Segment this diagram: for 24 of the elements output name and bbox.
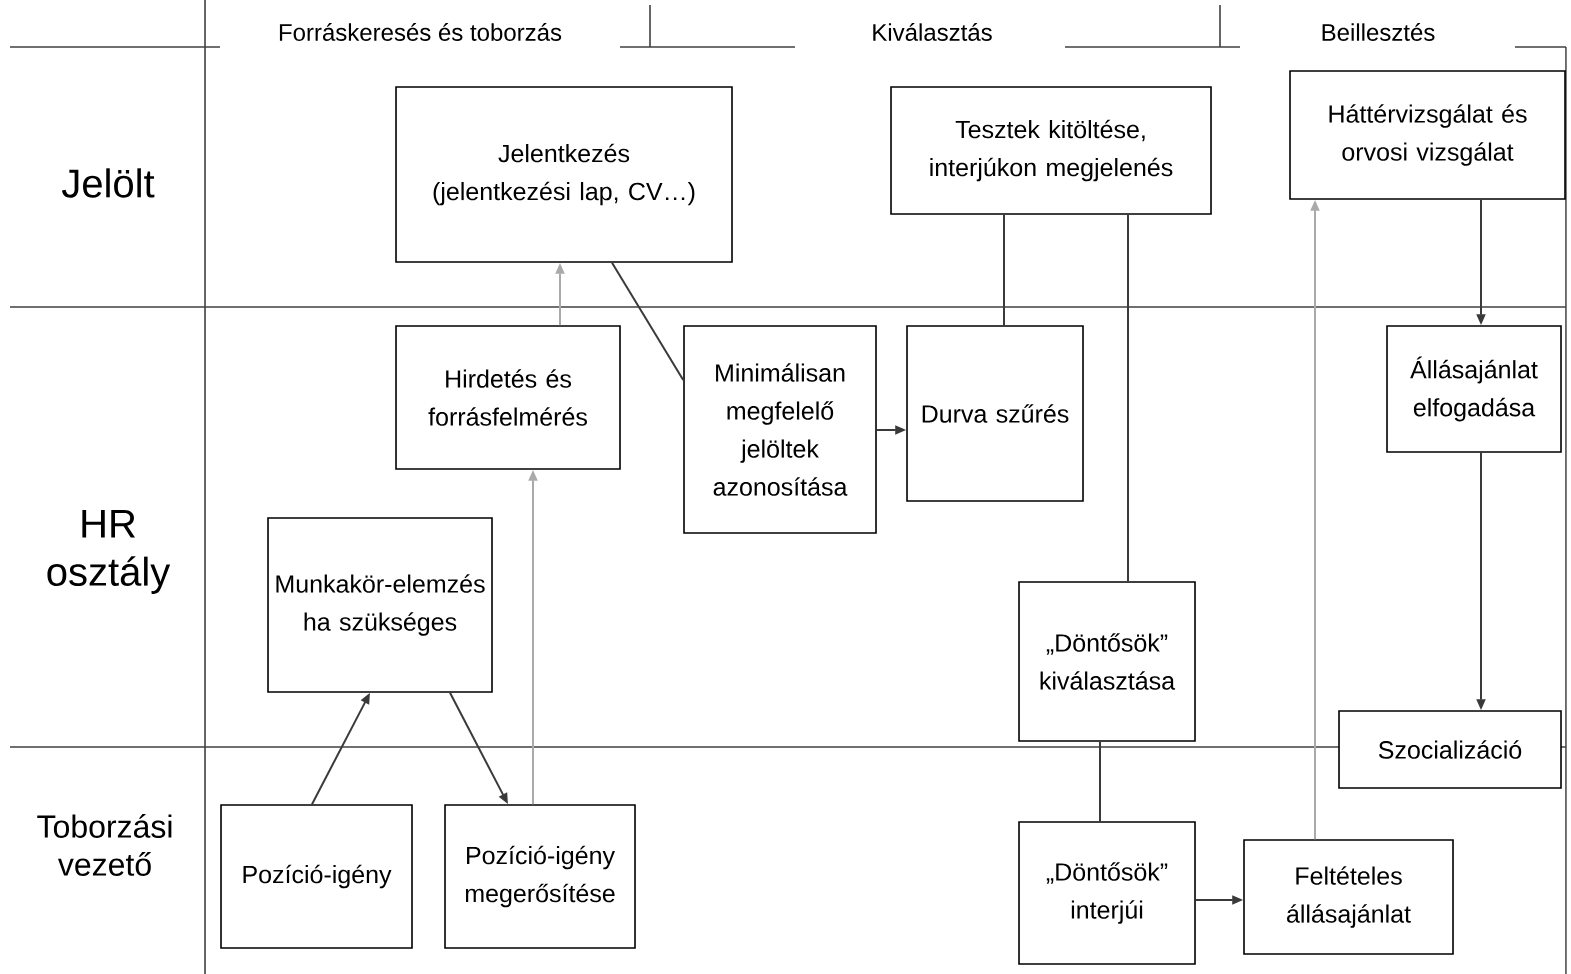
connector-line bbox=[1003, 213, 1005, 327]
process-box: Pozíció-igény megerősítése bbox=[444, 804, 636, 949]
process-box: Hirdetés és forrásfelmérés bbox=[395, 325, 621, 470]
process-box: „Döntősök” kiválasztása bbox=[1018, 581, 1196, 742]
process-box: Minimálisan megfelelő jelöltek azonosítása bbox=[683, 325, 877, 534]
lane-label: Toborzási vezető bbox=[37, 814, 172, 876]
process-box: Durva szűrés bbox=[906, 325, 1084, 502]
phase-heading: Beillesztés bbox=[1322, 23, 1435, 41]
process-box: Állásajánlat elfogadása bbox=[1386, 325, 1562, 453]
process-box: „Döntősök” interjúi bbox=[1018, 821, 1196, 965]
phase-heading: Kiválasztás bbox=[873, 23, 992, 41]
lane-label: HR osztály bbox=[47, 510, 171, 594]
connector-line bbox=[1099, 740, 1101, 823]
process-box: Háttérvizsgálat és orvosi vizsgálat bbox=[1289, 70, 1566, 200]
lane-label: Jelölt bbox=[61, 168, 155, 198]
connector-line bbox=[611, 261, 685, 381]
process-box: Munkakör-elemzés ha szükséges bbox=[267, 517, 493, 693]
phase-heading: Forráskeresés és toborzás bbox=[279, 23, 562, 41]
process-box: Szocializáció bbox=[1338, 710, 1562, 789]
process-box: Feltételes állásajánlat bbox=[1243, 839, 1454, 955]
process-box: Tesztek kitöltése, interjúkon megjelenés bbox=[890, 86, 1212, 215]
process-box: Pozíció-igény bbox=[220, 804, 413, 949]
process-box: Jelentkezés (jelentkezési lap, CV…) bbox=[395, 86, 733, 263]
connector-line bbox=[1127, 213, 1129, 583]
